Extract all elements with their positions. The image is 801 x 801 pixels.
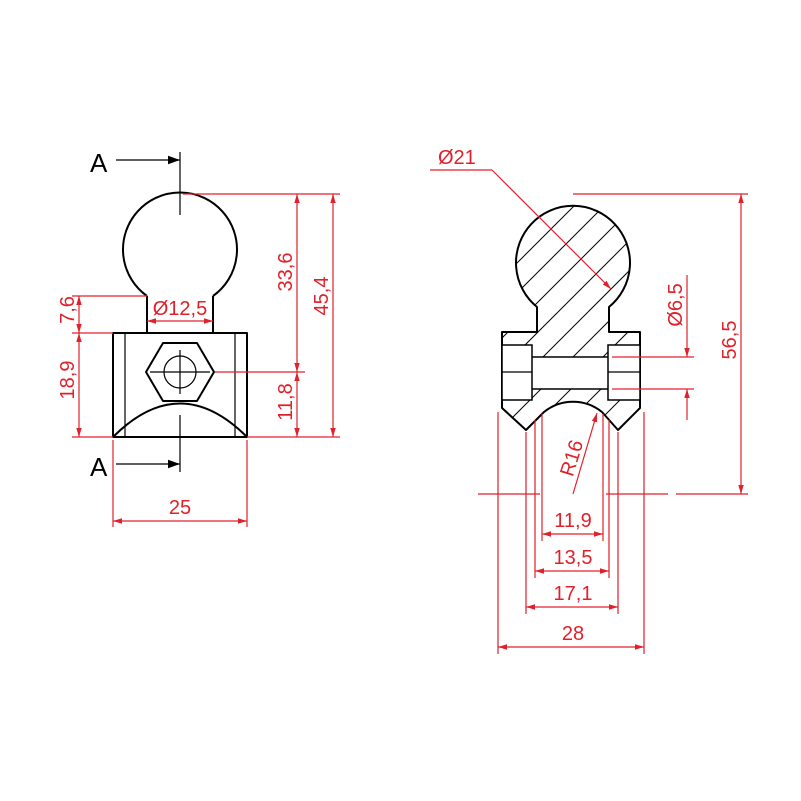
base-saddle-arc [112,402,248,438]
section-arrow-top: A [90,148,181,215]
front-view: A A 33,6 45,4 [57,148,340,527]
dim-33-6: 33,6 [275,253,297,292]
ball-outline [122,191,238,297]
bolt-hole [529,356,611,390]
section-arrow-bottom: A [90,415,181,482]
base-block [112,332,248,438]
dim-25: 25 [169,497,191,519]
dim-11-8: 11,8 [275,383,297,420]
dim-13-5: 13,5 [554,547,593,569]
section-hatching [502,205,640,430]
dim-56-5: 56,5 [719,321,741,360]
dim-radius: R16 [556,437,588,479]
dim-11-9: 11,9 [554,510,591,532]
dim-hole-diameter: Ø6,5 [665,283,687,326]
section-view: Ø21 56,5 Ø6,5 R16 [430,147,748,654]
dim-45-4: 45,4 [311,277,333,316]
dim-18-9: 18,9 [57,361,79,400]
section-outline [501,204,641,431]
dim-17-1: 17,1 [554,583,593,605]
front-dimensions: 33,6 45,4 11,8 7,6 18,9 Ø12,5 25 [57,193,340,527]
dim-ball-diameter: Ø21 [438,147,476,169]
dim-7-6: 7,6 [57,296,79,324]
dim-28: 28 [562,623,584,645]
hex-nut [145,342,215,402]
section-label-top: A [90,148,108,178]
dim-stem-diameter: Ø12,5 [153,298,207,320]
section-label-bottom: A [90,452,108,482]
